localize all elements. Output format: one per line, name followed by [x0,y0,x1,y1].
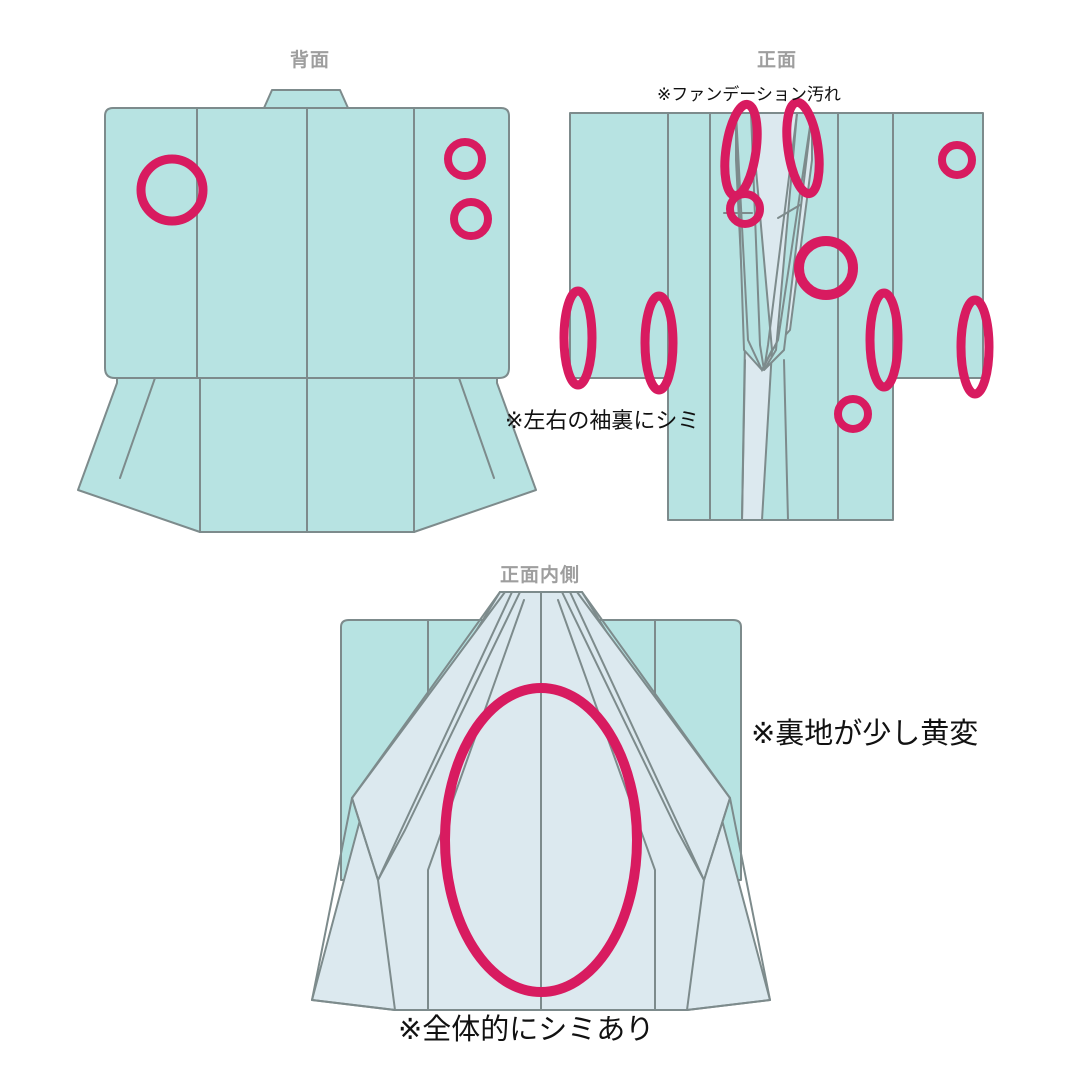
front-collar-v-inner [750,112,798,371]
note-overall-stains: ※全体的にシミあり [398,1014,655,1046]
note-foundation-stain: ※ファンデーション汚れ [657,85,841,104]
marker-stain-front-chest [794,236,858,300]
marker-stain-left-sleeve-outer [559,286,597,390]
front-collar-v-outer [735,112,813,373]
marker-stain-right-sleeve-outer [956,295,994,399]
marker-stain-front-right-sleeve-top [938,141,976,179]
marker-overall-stains-area [440,683,642,997]
marker-stain-front-lower-right [834,395,872,433]
back-skirt-fold-right [458,377,495,479]
kimono-back-view [77,89,537,533]
front-collar-right [763,112,813,371]
view-title-front: 正面 [756,50,797,71]
front-collar-notch-right [777,204,801,219]
note-lining-yellowing: ※裏地が少し黄変 [751,718,979,750]
kimono-front-inside-view [311,591,771,1011]
back-collar-tab [263,89,349,109]
marker-stain-back-left-sleeve [136,154,208,226]
inside-notch-right [703,797,731,881]
back-skirt-right [413,377,537,533]
inside-fold-inner-left [427,599,525,1011]
marker-stain-right-sleeve-inner [865,288,903,392]
marker-stain-back-right-sleeve-lower [450,198,492,240]
back-skirt-left [77,377,201,533]
front-lining-edge-right [783,359,789,521]
inside-hem [311,999,771,1011]
back-skirt-fold-left [119,377,156,479]
marker-stain-collar-notch [726,190,764,228]
view-title-back: 背面 [289,50,330,71]
inside-notch-left [351,797,379,881]
marker-foundation-collar-right [782,97,824,199]
inside-fold-inner-right [557,599,656,1011]
note-sleeve-lining-stain: ※左右の袖裏にシミ [505,408,700,433]
view-title-front-inside: 正面内側 [499,565,580,586]
marker-stain-left-sleeve-inner [640,291,678,395]
kimono-front-view [559,97,994,521]
front-lining-edge-left [741,359,746,521]
marker-stain-back-right-sleeve-upper [444,138,486,180]
